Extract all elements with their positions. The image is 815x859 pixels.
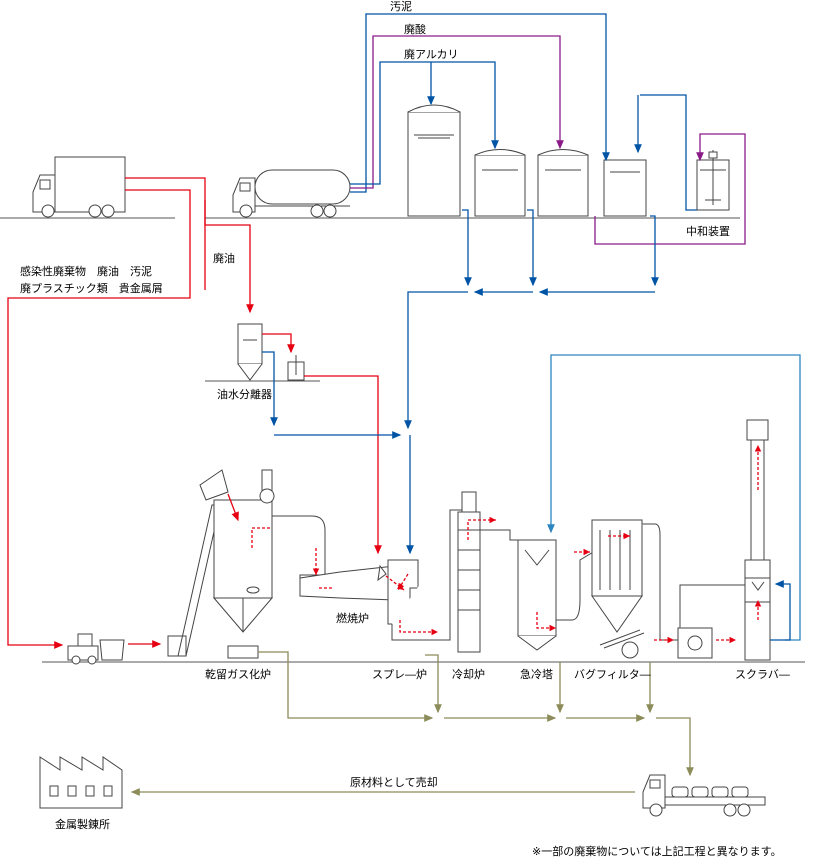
separator-oil-line [262, 333, 295, 354]
cooling-to-quench-duct [480, 529, 522, 541]
scrubber-recirculation [770, 580, 791, 641]
waste-oil-line-start [125, 177, 206, 290]
label-bag-filter: バグフィルタ― [574, 667, 651, 681]
dry-distillation-furnace [199, 469, 275, 659]
neutralizer-tank [696, 150, 730, 211]
quench-to-filter-duct [556, 547, 601, 621]
bag-filter [591, 519, 645, 659]
label-waste-alkali: 廃アルカリ [404, 47, 459, 61]
collector-to-spray [404, 291, 468, 430]
label-waste-acid: 廃酸 [404, 22, 426, 36]
waste-acid-line [350, 35, 564, 189]
label-incinerator: 燃焼炉 [336, 611, 369, 625]
storage-tank-4 [603, 159, 647, 217]
label-metal-smelter: 金属製錬所 [55, 817, 110, 831]
forklift-icon [67, 633, 125, 665]
factory-icon [39, 756, 123, 809]
label-spray-furnace: スプレ―炉 [372, 668, 427, 681]
solid-waste-line [7, 189, 191, 649]
oil-water-separator [237, 323, 305, 381]
residue-spray-down [425, 654, 442, 714]
separated-oil-to-burner [304, 375, 382, 555]
box-truck-icon [32, 156, 126, 218]
cooling-flow [467, 516, 496, 540]
scrubber-water-line [547, 354, 801, 641]
storage-tank-2 [474, 149, 526, 217]
label-waste-oil: 廃油 [213, 251, 235, 265]
neutralizer-supply-line [594, 133, 746, 245]
storage-tank-large [407, 104, 461, 217]
quench-flow [536, 612, 556, 632]
label-sold-as-raw-material: 原材料として売却 [350, 775, 438, 789]
label-waste-list-line1: 感染性廃棄物 廃油 汚泥 [20, 264, 152, 278]
flatbed-truck-icon [642, 774, 766, 817]
label-oil-water-separator: 油水分離器 [217, 387, 272, 401]
tank1-drain [462, 209, 472, 287]
tank4-drain [650, 215, 659, 287]
separator-water-down [262, 351, 278, 427]
footnote: ※一部の廃棄物については上記工程と異なります。 [532, 844, 782, 858]
waste-oil-line [204, 200, 254, 314]
spray-to-cooling-duct [391, 509, 472, 641]
furnace-gas-flow [251, 527, 270, 548]
combustion-flame [385, 575, 405, 591]
filter-to-scrubber-duct [642, 523, 680, 641]
furnace-exhaust-duct [272, 515, 326, 591]
neutralizer-return-line [640, 94, 697, 211]
scrubber [744, 419, 771, 661]
spray-flame [397, 573, 409, 591]
tank-truck-icon [232, 169, 351, 218]
sludge-line [350, 13, 610, 193]
label-scrubber: スクラバ― [735, 668, 790, 681]
furnace-feed-arrow [227, 493, 239, 522]
label-waste-list-line2: 廃プラスチック類 貴金属屑 [20, 281, 163, 295]
waste-alkali-line [350, 61, 499, 185]
feed-hopper [167, 504, 221, 657]
induced-draft-fan [677, 584, 746, 659]
quench-tower [517, 539, 557, 651]
label-neutralizer: 中和装置 [686, 225, 730, 238]
storage-tank-3 [537, 149, 589, 217]
residue-to-truck [656, 717, 694, 777]
tank2-drain [527, 209, 537, 287]
cooling-furnace [457, 491, 481, 653]
label-dry-distillation-furnace: 乾留ガス化炉 [205, 667, 271, 681]
label-cooling-furnace: 冷却炉 [452, 668, 485, 681]
label-quench-tower: 急冷塔 [520, 667, 553, 681]
spray-furnace-flow [399, 620, 438, 636]
label-sludge: 汚泥 [390, 0, 412, 13]
residue-line-1 [258, 651, 434, 722]
